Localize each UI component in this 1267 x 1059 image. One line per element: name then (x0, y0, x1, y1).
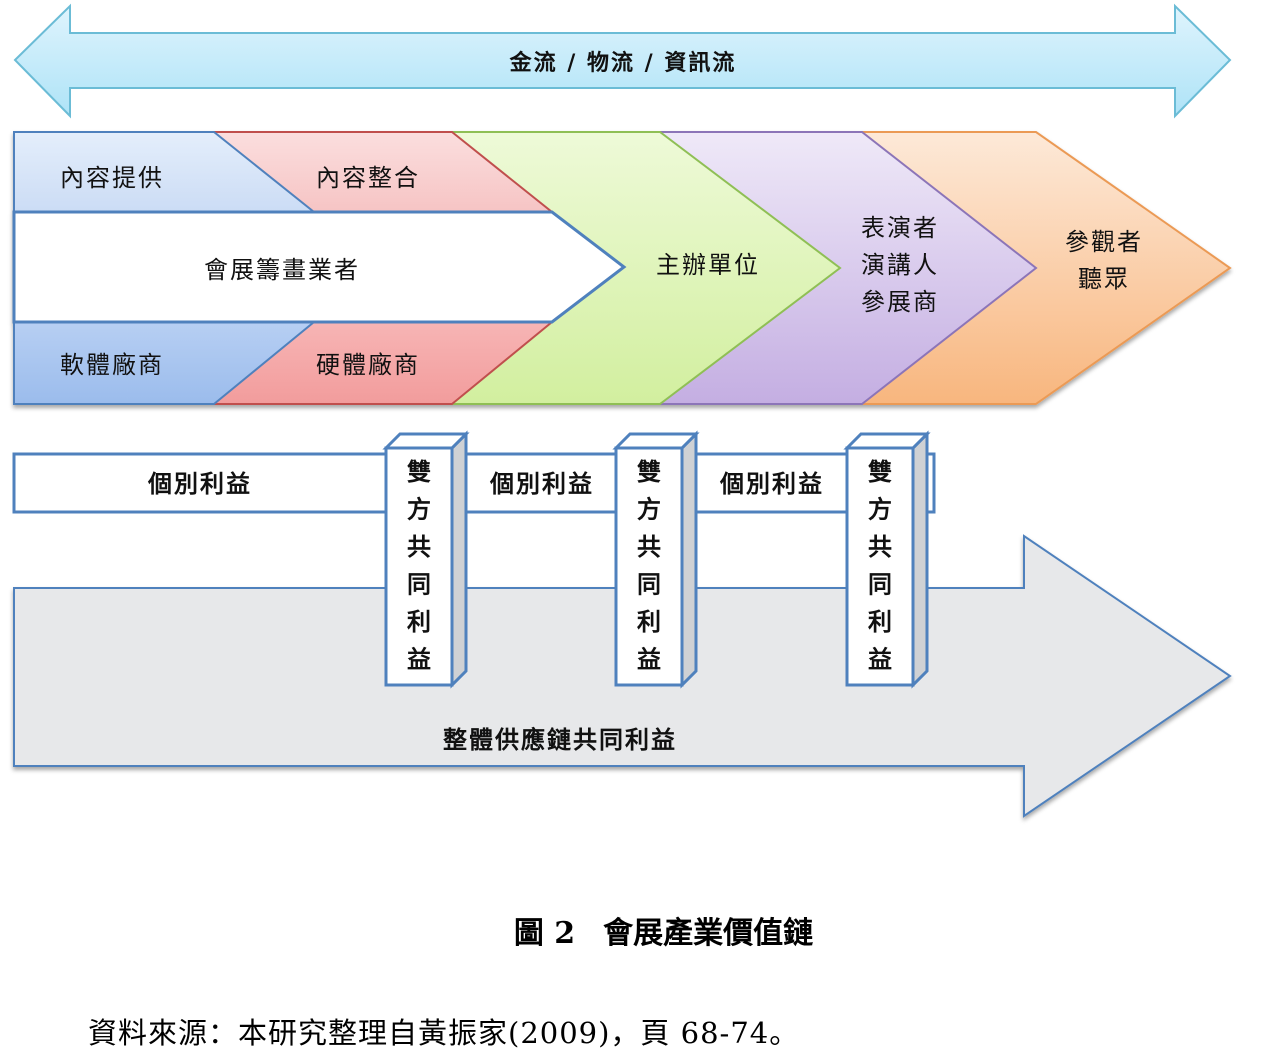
flow-arrow-label: 金流 / 物流 / 資訊流 (509, 50, 737, 76)
pillar-side-face (450, 430, 468, 689)
performers-label-line3: 參展商 (861, 288, 939, 316)
pillar-label-char: 益 (407, 645, 431, 674)
pillar-front-face (845, 446, 915, 687)
pillar-label-char: 同 (637, 570, 661, 599)
pillar-label-char: 同 (407, 570, 431, 599)
source-note: 資料來源：本研究整理自黃振家(2009)，頁 68-74。 (88, 1016, 800, 1050)
pillar-top-face (612, 432, 700, 450)
pillar-label-char: 雙 (407, 457, 431, 486)
content-provider-label: 內容提供 (60, 164, 164, 192)
content-integration-label: 內容整合 (316, 164, 420, 192)
pillar-label-char: 方 (868, 495, 892, 524)
flow-arrow: 金流 / 物流 / 資訊流 (13, 3, 1232, 119)
software-vendor-label: 軟體廠商 (60, 351, 164, 379)
pillar-top-face (843, 432, 931, 450)
overall-benefit-label: 整體供應鏈共同利益 (443, 725, 677, 754)
pillar-label-char: 利 (868, 607, 892, 636)
flow-arrow-shape (13, 3, 1232, 119)
pillar-label-char: 共 (637, 532, 661, 561)
value-chain (12, 131, 1232, 405)
figure-number: 圖 2 (513, 916, 576, 951)
pillar-front-face (384, 446, 454, 687)
exhibition-planner-chevron (12, 210, 627, 324)
value-chain-labels: 內容提供 內容整合 會展籌畫業者 軟體廠商 硬體廠商 主辦單位 表演者 演講人 … (60, 164, 1143, 379)
pillar-label-char: 益 (868, 645, 892, 674)
pillar-top-face (382, 432, 470, 450)
pillar-label-char: 利 (637, 607, 661, 636)
pillar-side-face (680, 430, 698, 689)
organizer-label: 主辦單位 (656, 251, 760, 279)
individual-benefit-label-1: 個別利益 (147, 469, 252, 498)
performers-label-line1: 表演者 (861, 214, 939, 242)
individual-benefit-label-3: 個別利益 (719, 469, 824, 498)
pillar-label-char: 益 (637, 645, 661, 674)
pillar-label-char: 利 (407, 607, 431, 636)
pillar-side-face (911, 430, 929, 689)
figure-caption: 圖 2 會展產業價值鏈 (0, 908, 1267, 952)
audience-label-line1: 參觀者 (1065, 228, 1143, 256)
audience-label-line2: 聽眾 (1078, 265, 1130, 293)
individual-benefit-bar (12, 452, 936, 514)
pillar-label-char: 共 (407, 532, 431, 561)
performers-label-line2: 演講人 (861, 251, 939, 279)
pillar-front-face (614, 446, 684, 687)
individual-benefit-label-2: 個別利益 (489, 469, 594, 498)
pillar-label-char: 方 (407, 495, 431, 524)
pillar-label-char: 方 (637, 495, 661, 524)
pillar-label-char: 雙 (637, 457, 661, 486)
pillar-label-char: 同 (868, 570, 892, 599)
hardware-vendor-label: 硬體廠商 (316, 351, 420, 379)
pillar-label-char: 共 (868, 532, 892, 561)
exhibition-planner-label: 會展籌畫業者 (204, 256, 360, 284)
pillar-label-char: 雙 (868, 457, 892, 486)
figure-title: 會展產業價值鏈 (603, 916, 814, 951)
